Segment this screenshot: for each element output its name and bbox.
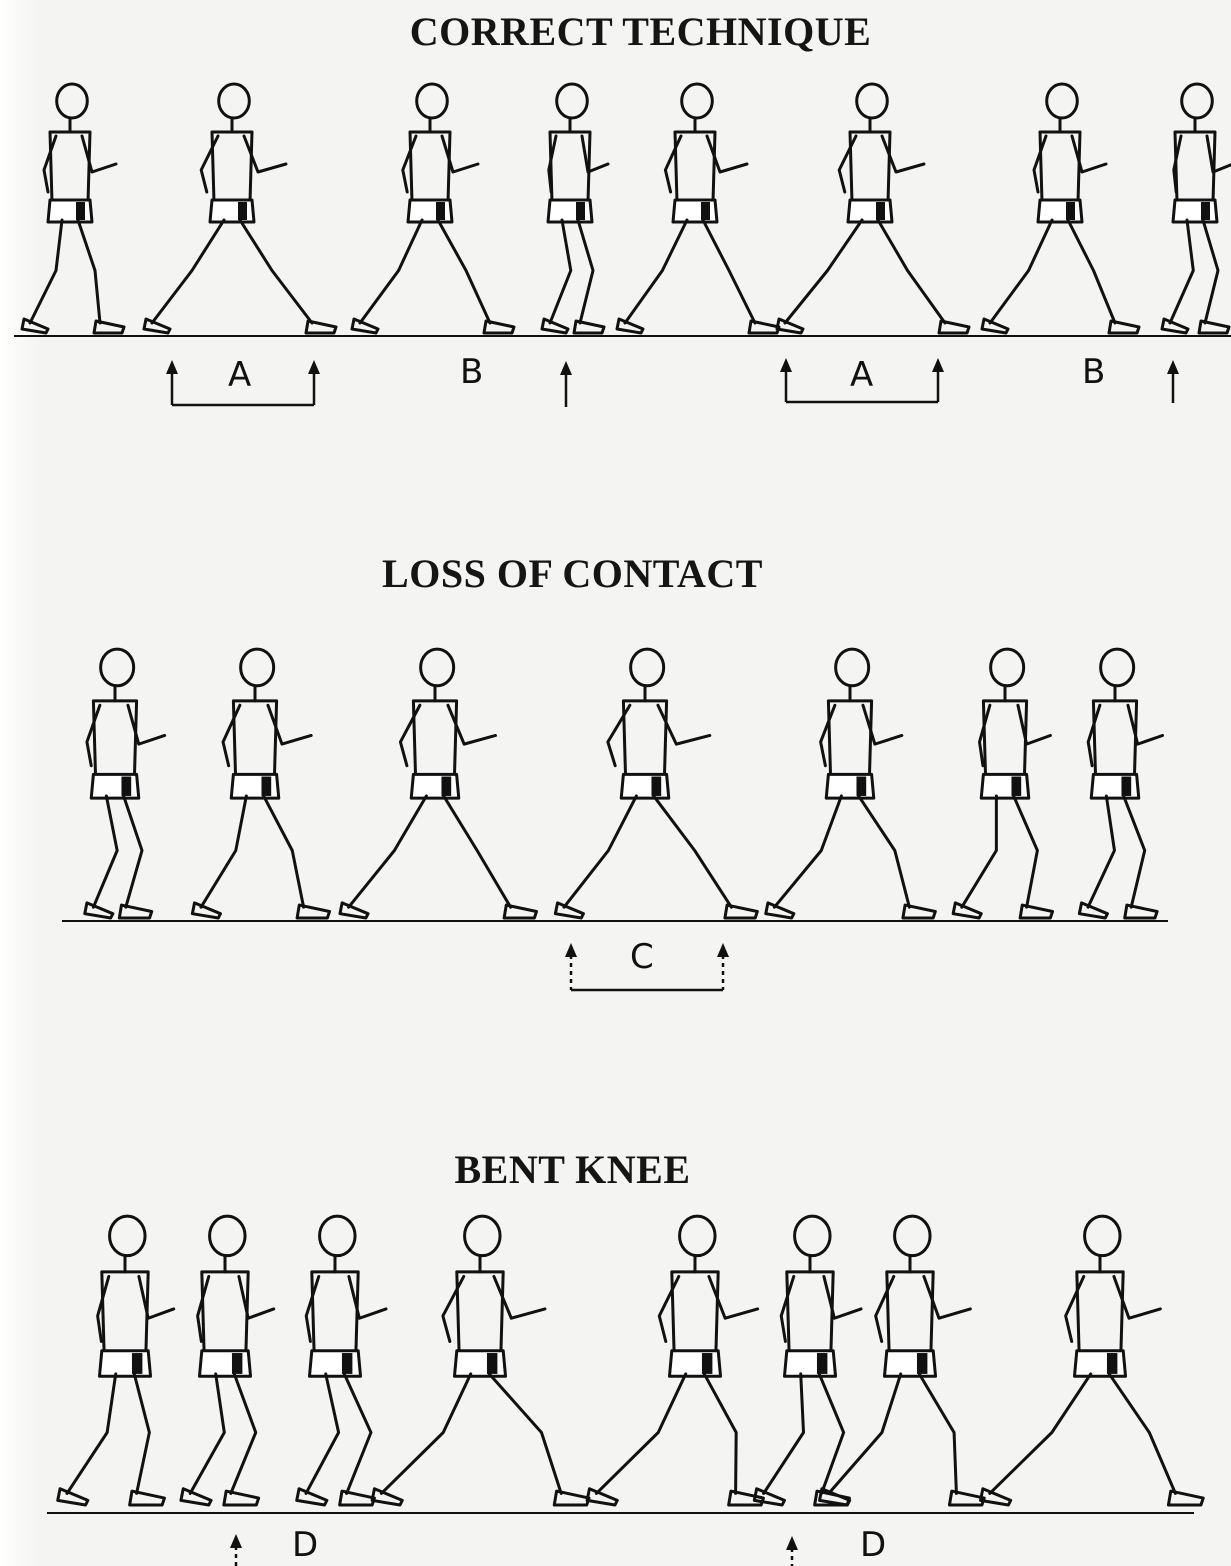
- arrow-d-left: [230, 1534, 242, 1566]
- marker-label-d-right: D: [860, 1528, 886, 1562]
- marker-label-d-left: D: [292, 1528, 318, 1562]
- marker-label-b-right: B: [1082, 355, 1105, 389]
- marker-label-a-right: A: [850, 358, 873, 392]
- marker-label-a-left: A: [228, 358, 251, 392]
- arrow-b-left: [560, 361, 572, 407]
- arrow-d-right: [786, 1536, 798, 1566]
- marker-label-b-left: B: [460, 355, 483, 389]
- arrow-b-right: [1167, 360, 1179, 403]
- marker-label-c: C: [630, 940, 654, 974]
